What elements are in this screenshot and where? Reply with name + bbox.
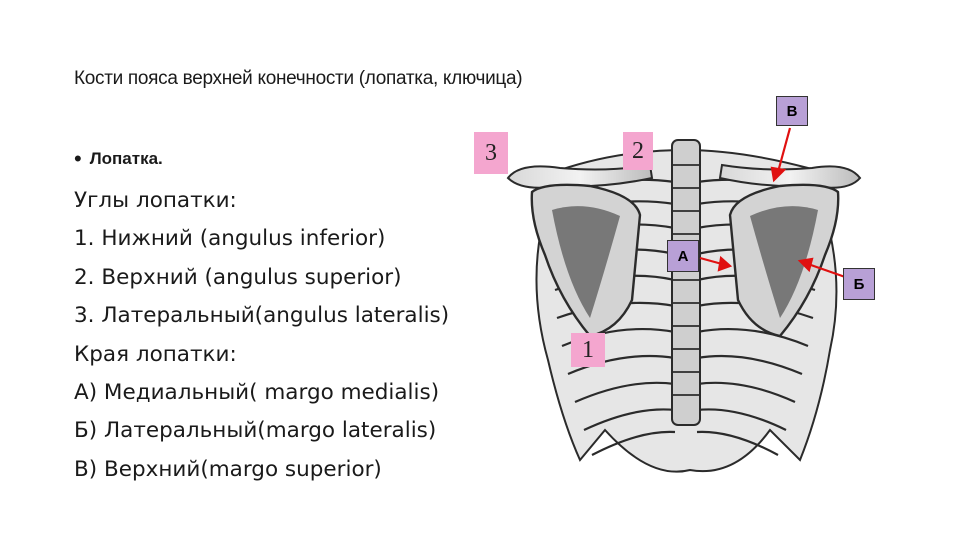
arrow-b — [807, 262, 849, 280]
right-scapula-fossa — [750, 206, 818, 318]
tag-v: В — [776, 96, 808, 126]
arrow-a — [699, 256, 723, 266]
list-item: В) Верхний(margo superior) — [74, 456, 382, 482]
bullet-text: Лопатка. — [89, 149, 163, 168]
list-item: Углы лопатки: — [74, 188, 237, 213]
list-item: 1. Нижний (angulus inferior) — [74, 226, 386, 252]
tag-b: Б — [843, 268, 875, 300]
slide-title: Кости пояса верхней конечности (лопатка,… — [74, 68, 523, 89]
bullet-symbol: • — [74, 146, 82, 171]
spine — [671, 139, 701, 426]
list-item: 2. Верхний (angulus superior) — [74, 264, 402, 290]
list-item: А) Медиальный( margo medialis) — [74, 380, 440, 406]
left-scapula-fossa — [552, 206, 620, 318]
list-item: Края лопатки: — [74, 341, 237, 367]
arrow-v — [776, 127, 792, 173]
bullet-item: • Лопатка. — [74, 148, 163, 170]
tag-two: 2 — [623, 132, 653, 170]
tag-a: А — [667, 240, 699, 272]
angles-and-margins-list: Углы лопатки: 1. Нижний (angulus inferio… — [74, 182, 449, 489]
list-item: Б) Латеральный(margo lateralis) — [74, 418, 437, 444]
tag-one: 1 — [571, 333, 605, 367]
tag-three: 3 — [474, 132, 508, 174]
list-item: 3. Латеральный(angulus lateralis) — [74, 303, 450, 329]
